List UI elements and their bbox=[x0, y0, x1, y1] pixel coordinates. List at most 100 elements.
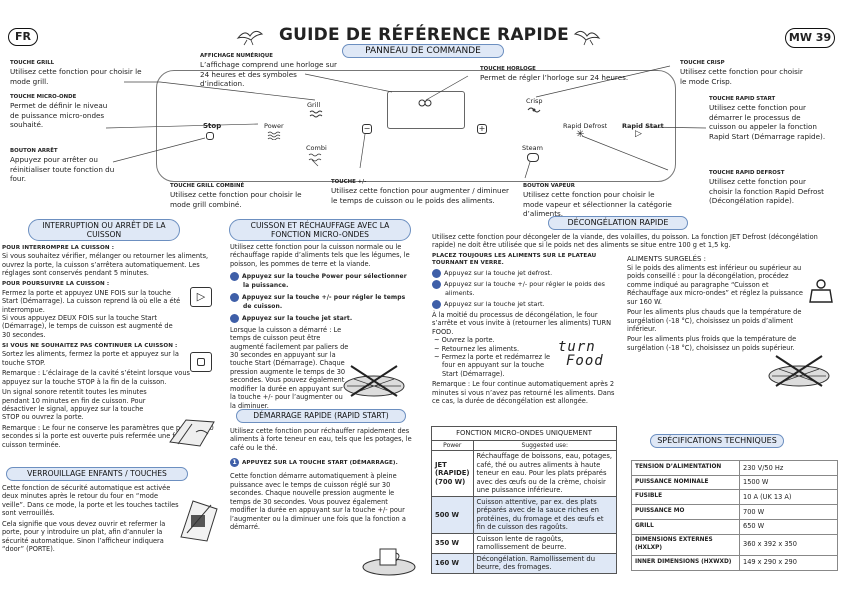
panel-label-steam: Steam bbox=[522, 144, 543, 152]
spec-key: Grill bbox=[631, 519, 740, 535]
table-cell-power: 500 W bbox=[431, 495, 474, 534]
weight-icon bbox=[809, 279, 833, 303]
step-number: 2 bbox=[226, 292, 239, 302]
defrost-body: Placez toujours les aliments sur le plat… bbox=[428, 253, 618, 406]
bullet-icon: ~ bbox=[434, 336, 442, 345]
step-text: Appuyez sur la touche +/- pour régler le… bbox=[444, 280, 605, 298]
list-item: ~ Retournez les aliments. bbox=[432, 345, 552, 353]
section-pill-panel: PANNEAU DE COMMANDE bbox=[342, 44, 504, 58]
bullet-text: Fermez la porte et redémarrez le four en… bbox=[441, 352, 551, 378]
model-badge: MW 39 bbox=[785, 28, 835, 48]
table-cell-power: JET (RAPIDE) (700 W) bbox=[431, 450, 474, 497]
table-row: Puissance nominale1500 W bbox=[631, 475, 838, 491]
stop-key-diagram bbox=[190, 352, 212, 372]
bullet-icon: ~ bbox=[434, 344, 442, 353]
minus-button[interactable]: − bbox=[362, 124, 372, 134]
callout-micro: Touche micro-ondePermet de définir le ni… bbox=[10, 94, 108, 130]
rapid-start-body: Utilisez cette fonction pour réchauffer … bbox=[230, 427, 412, 532]
table-cell-use: Cuisson attentive, par ex. des plats pré… bbox=[472, 495, 617, 534]
stop-button[interactable] bbox=[206, 132, 214, 140]
callout-clock: Touche horlogePermet de régler l’horloge… bbox=[480, 66, 629, 83]
table-row: JET (RAPIDE) (700 W)Réchauffage de boiss… bbox=[431, 450, 617, 497]
table-cell-use: Réchauffage de boissons, eau, potages, c… bbox=[472, 450, 617, 497]
door-signal-icon bbox=[169, 419, 215, 447]
spec-key: Puissance MO bbox=[631, 504, 740, 520]
section-pill-defrost: DÉCONGÉLATION RAPIDE bbox=[548, 216, 688, 230]
panel-label-crisp: Crisp bbox=[526, 97, 543, 105]
section-pill-cooking: CUISSON ET RÉCHAUFFAGE AVEC LA FONCTION … bbox=[229, 219, 411, 241]
table-row: Tension d’alimentation230 V/50 Hz bbox=[631, 460, 838, 476]
interruption-body: Pour interrompre la cuisson :Si vous sou… bbox=[2, 245, 214, 449]
spec-key: Fusible bbox=[631, 489, 740, 506]
defrost-bullets: ~ Ouvrez la porte.~ Retournez les alimen… bbox=[432, 336, 552, 378]
callout-display: Affichage numériqueL’affichage comprend … bbox=[200, 53, 338, 89]
turn-food-display: turn Food bbox=[558, 339, 604, 369]
snowflake-icon[interactable]: ✳ bbox=[576, 129, 585, 140]
display-window bbox=[387, 91, 465, 129]
control-panel bbox=[156, 70, 676, 182]
frozen-body: ALIMENTS SURGELÉS : Si le poids des alim… bbox=[627, 255, 803, 352]
cooking-body: Utilisez cette fonction pour la cuisson … bbox=[226, 243, 414, 410]
steam-button[interactable] bbox=[527, 153, 539, 162]
plate-crossed-icon-2 bbox=[768, 355, 830, 387]
combi-icon[interactable] bbox=[308, 153, 324, 162]
spec-value: 360 x 392 x 350 bbox=[739, 534, 838, 556]
section-pill-interruption: INTERRUPTION OU ARRÊT DE LA CUISSON bbox=[28, 219, 180, 241]
step-text: Appuyez sur la touche Power pour sélecti… bbox=[242, 273, 407, 290]
step-number: 3 bbox=[428, 299, 441, 309]
list-item: ~ Ouvrez la porte. bbox=[432, 336, 552, 344]
door-lock-icon bbox=[180, 500, 218, 542]
bullet-text: Ouvrez la porte. bbox=[441, 336, 495, 345]
panel-label-combi: Combi bbox=[306, 144, 327, 152]
start-key-diagram: ▷ bbox=[190, 287, 212, 307]
step-text: Appuyez sur la touche jet start. bbox=[444, 299, 545, 308]
step-number: 1 bbox=[428, 269, 441, 279]
step-text: Appuyez sur la touche +/- pour régler le… bbox=[242, 293, 406, 310]
callout-rapid-defrost: Touche rapid defrostUtilisez cette fonct… bbox=[709, 170, 824, 206]
step-number: 3 bbox=[226, 313, 239, 323]
section-pill-rapid-start: DÉMARRAGE RAPIDE (RAPID START) bbox=[236, 409, 406, 423]
callout-plus-minus: Touche +/-Utilisez cette fonction pour a… bbox=[331, 179, 509, 205]
callout-stop: Bouton arrêtAppuyez pour arrêter ou réin… bbox=[10, 148, 115, 184]
grill-icon[interactable] bbox=[309, 110, 325, 118]
spec-key: Puissance nominale bbox=[631, 475, 740, 491]
start-play-icon[interactable]: ▷ bbox=[635, 129, 642, 139]
callout-steam: Bouton vapeurUtilisez cette fonction pou… bbox=[523, 183, 672, 219]
list-item: ~ Fermez la porte et redémarrez le four … bbox=[432, 353, 552, 378]
power-waves-icon[interactable] bbox=[267, 131, 283, 140]
spec-value: 10 A (UK 13 A) bbox=[739, 489, 838, 506]
specs-table: Tension d’alimentation230 V/50 HzPuissan… bbox=[631, 460, 838, 571]
crisp-icon[interactable] bbox=[527, 106, 541, 114]
spec-value: 230 V/50 Hz bbox=[739, 460, 838, 476]
table-row: Grill650 W bbox=[631, 519, 838, 535]
spec-value: 1500 W bbox=[739, 475, 838, 491]
callout-rapid-start: Touche rapid startUtilisez cette fonctio… bbox=[709, 96, 826, 141]
clock-icon[interactable] bbox=[418, 98, 432, 107]
step-text: Appuyez sur la touche jet start. bbox=[242, 314, 353, 322]
plus-button[interactable]: + bbox=[477, 124, 487, 134]
defrost-intro: Utilisez cette fonction pour décongeler … bbox=[432, 233, 818, 250]
spec-key: Inner dimensions (HxWxD) bbox=[631, 555, 740, 571]
spec-value: 149 x 290 x 290 bbox=[739, 555, 838, 571]
table-cell-power: 350 W bbox=[431, 532, 474, 554]
table-row: Inner dimensions (HxWxD)149 x 290 x 290 bbox=[631, 555, 838, 571]
panel-label-power: Power bbox=[264, 122, 284, 130]
spec-value: 650 W bbox=[739, 519, 838, 535]
panel-label-rapid-start: Rapid Start bbox=[622, 122, 664, 130]
panel-label-stop: Stop bbox=[203, 122, 222, 130]
section-pill-specs: SPÉCIFICATIONS TECHNIQUES bbox=[650, 434, 784, 448]
callout-grill: Touche grillUtilisez cette fonction pour… bbox=[10, 60, 142, 86]
panel-label-grill: Grill bbox=[307, 101, 321, 109]
